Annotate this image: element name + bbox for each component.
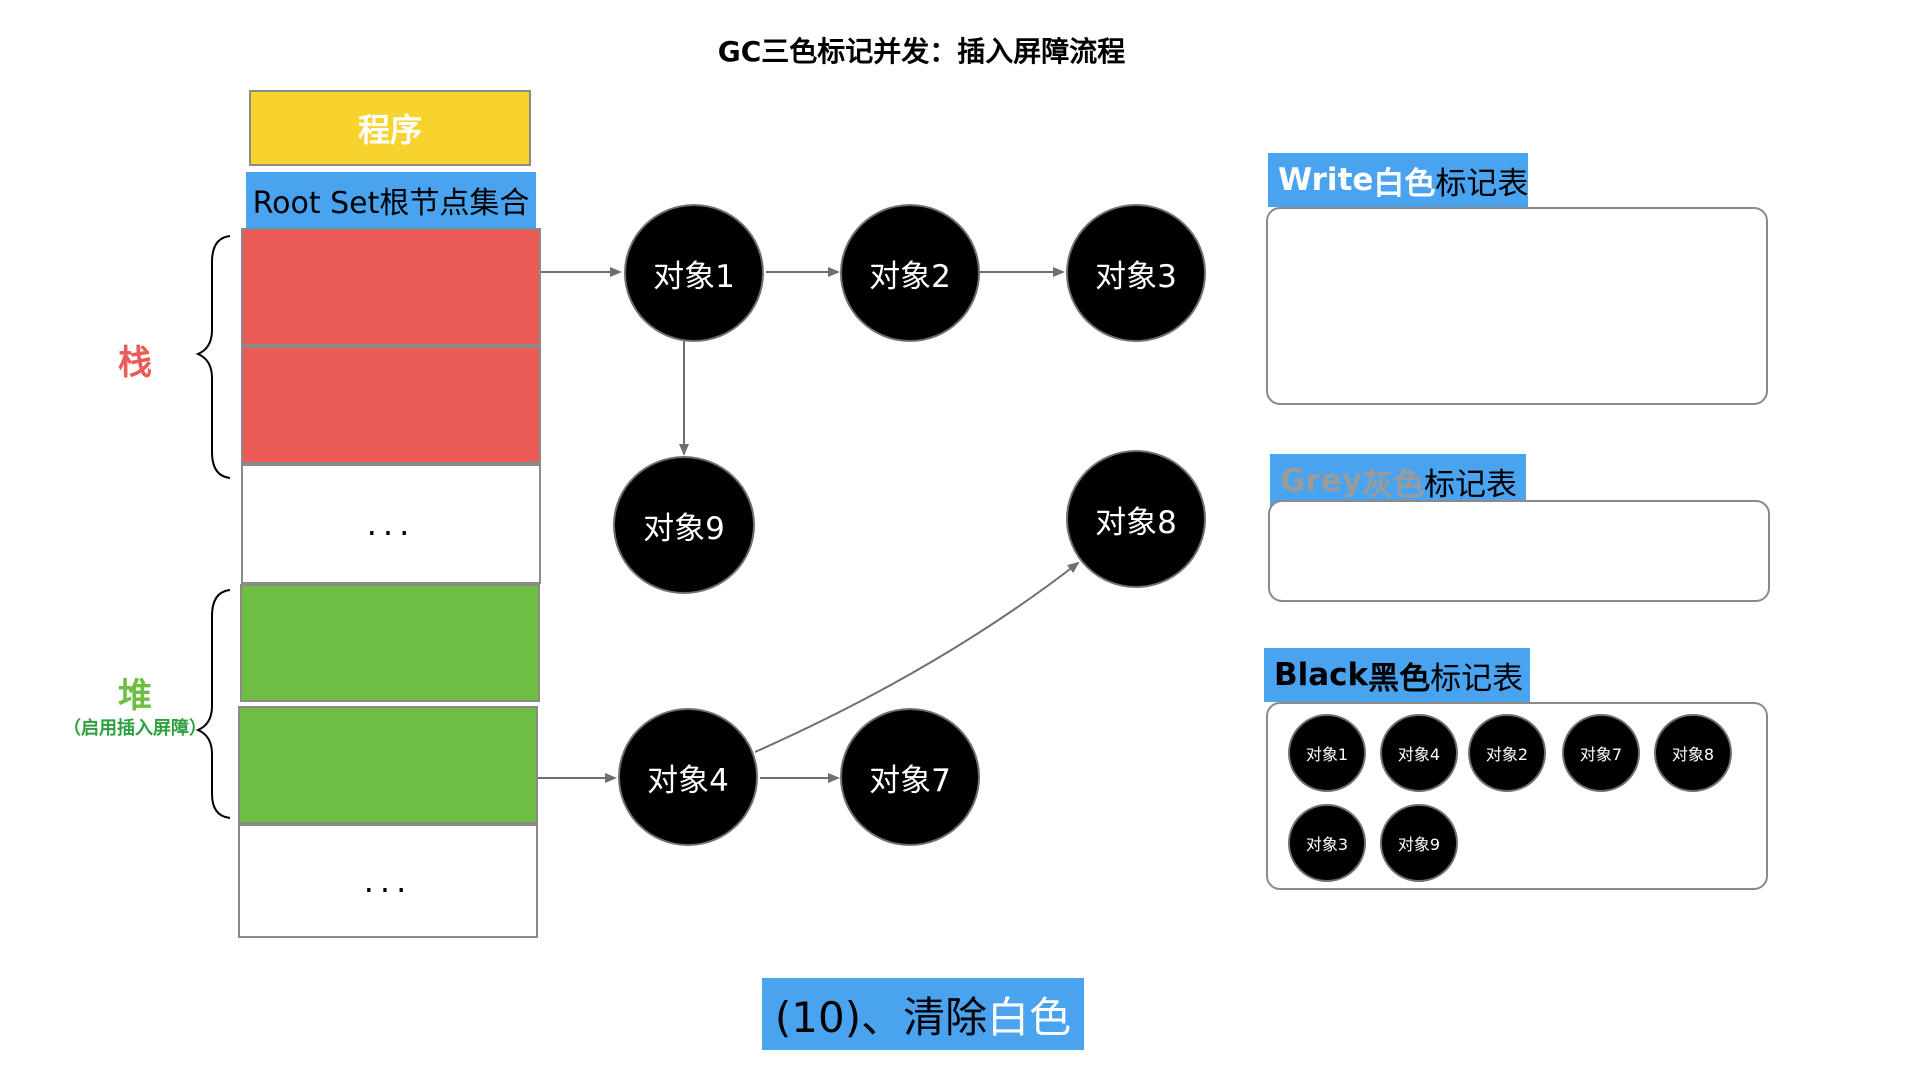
heap-sublabel: （启用插入屏障） [63,718,207,739]
black-table-suffix: 标记表 [1430,660,1524,697]
grey-table-suffix: 标记表 [1423,466,1517,503]
black-item: 对象2 [1468,714,1546,792]
grey-table-label: Grey 灰色 标记表 [1270,454,1526,508]
white-table-suffix: 标记表 [1435,165,1529,202]
black-item: 对象9 [1380,804,1458,882]
heap-cell-2 [238,706,538,824]
stack-cell-2 [241,346,541,464]
white-table-color-word: 白色 [1373,165,1436,202]
black-item: 对象7 [1562,714,1640,792]
node-obj3: 对象3 [1066,204,1206,342]
edge-obj4-to-obj8 [754,561,1080,753]
heap-brace [195,589,231,819]
page-title: GC三色标记并发：插入屏障流程 [717,35,1126,68]
stack-label: 栈 [118,343,152,383]
step-caption: (10)、清除白色 [762,978,1084,1050]
white-table-label: Write 白色 标记表 [1268,153,1528,207]
node-obj9: 对象9 [613,456,755,594]
black-item: 对象8 [1654,714,1732,792]
ellipsis-text: ... [366,505,416,543]
node-obj8: 对象8 [1066,450,1206,588]
grey-table-color-word: 灰色 [1361,466,1424,503]
node-obj7: 对象7 [840,708,980,846]
heap-label: 堆 [118,676,152,716]
ellipsis-text: ... [363,862,413,900]
node-obj1: 对象1 [624,204,764,342]
stack-brace [195,235,231,479]
stack-cell-1 [241,228,541,346]
heap-ellipsis-cell: ... [238,824,538,938]
black-item: 对象3 [1288,804,1366,882]
grey-table-prefix: Grey [1280,463,1362,499]
node-obj2: 对象2 [840,204,980,342]
black-table-prefix: Black [1274,657,1369,693]
grey-table-box [1268,500,1770,602]
black-table-label: Black 黑色 标记表 [1264,648,1530,702]
node-obj4: 对象4 [618,708,758,846]
heap-cell-1 [240,584,540,702]
root-set-label: Root Set根节点集合 [246,172,536,228]
program-block: 程序 [249,90,531,166]
black-item: 对象4 [1380,714,1458,792]
stack-ellipsis-cell: ... [241,464,541,584]
caption-prefix: (10)、清除 [774,992,988,1042]
white-table-box [1266,207,1768,405]
white-table-prefix: Write [1278,162,1374,198]
black-item: 对象1 [1288,714,1366,792]
black-table-color-word: 黑色 [1368,660,1431,697]
caption-highlight: 白色 [987,992,1072,1042]
